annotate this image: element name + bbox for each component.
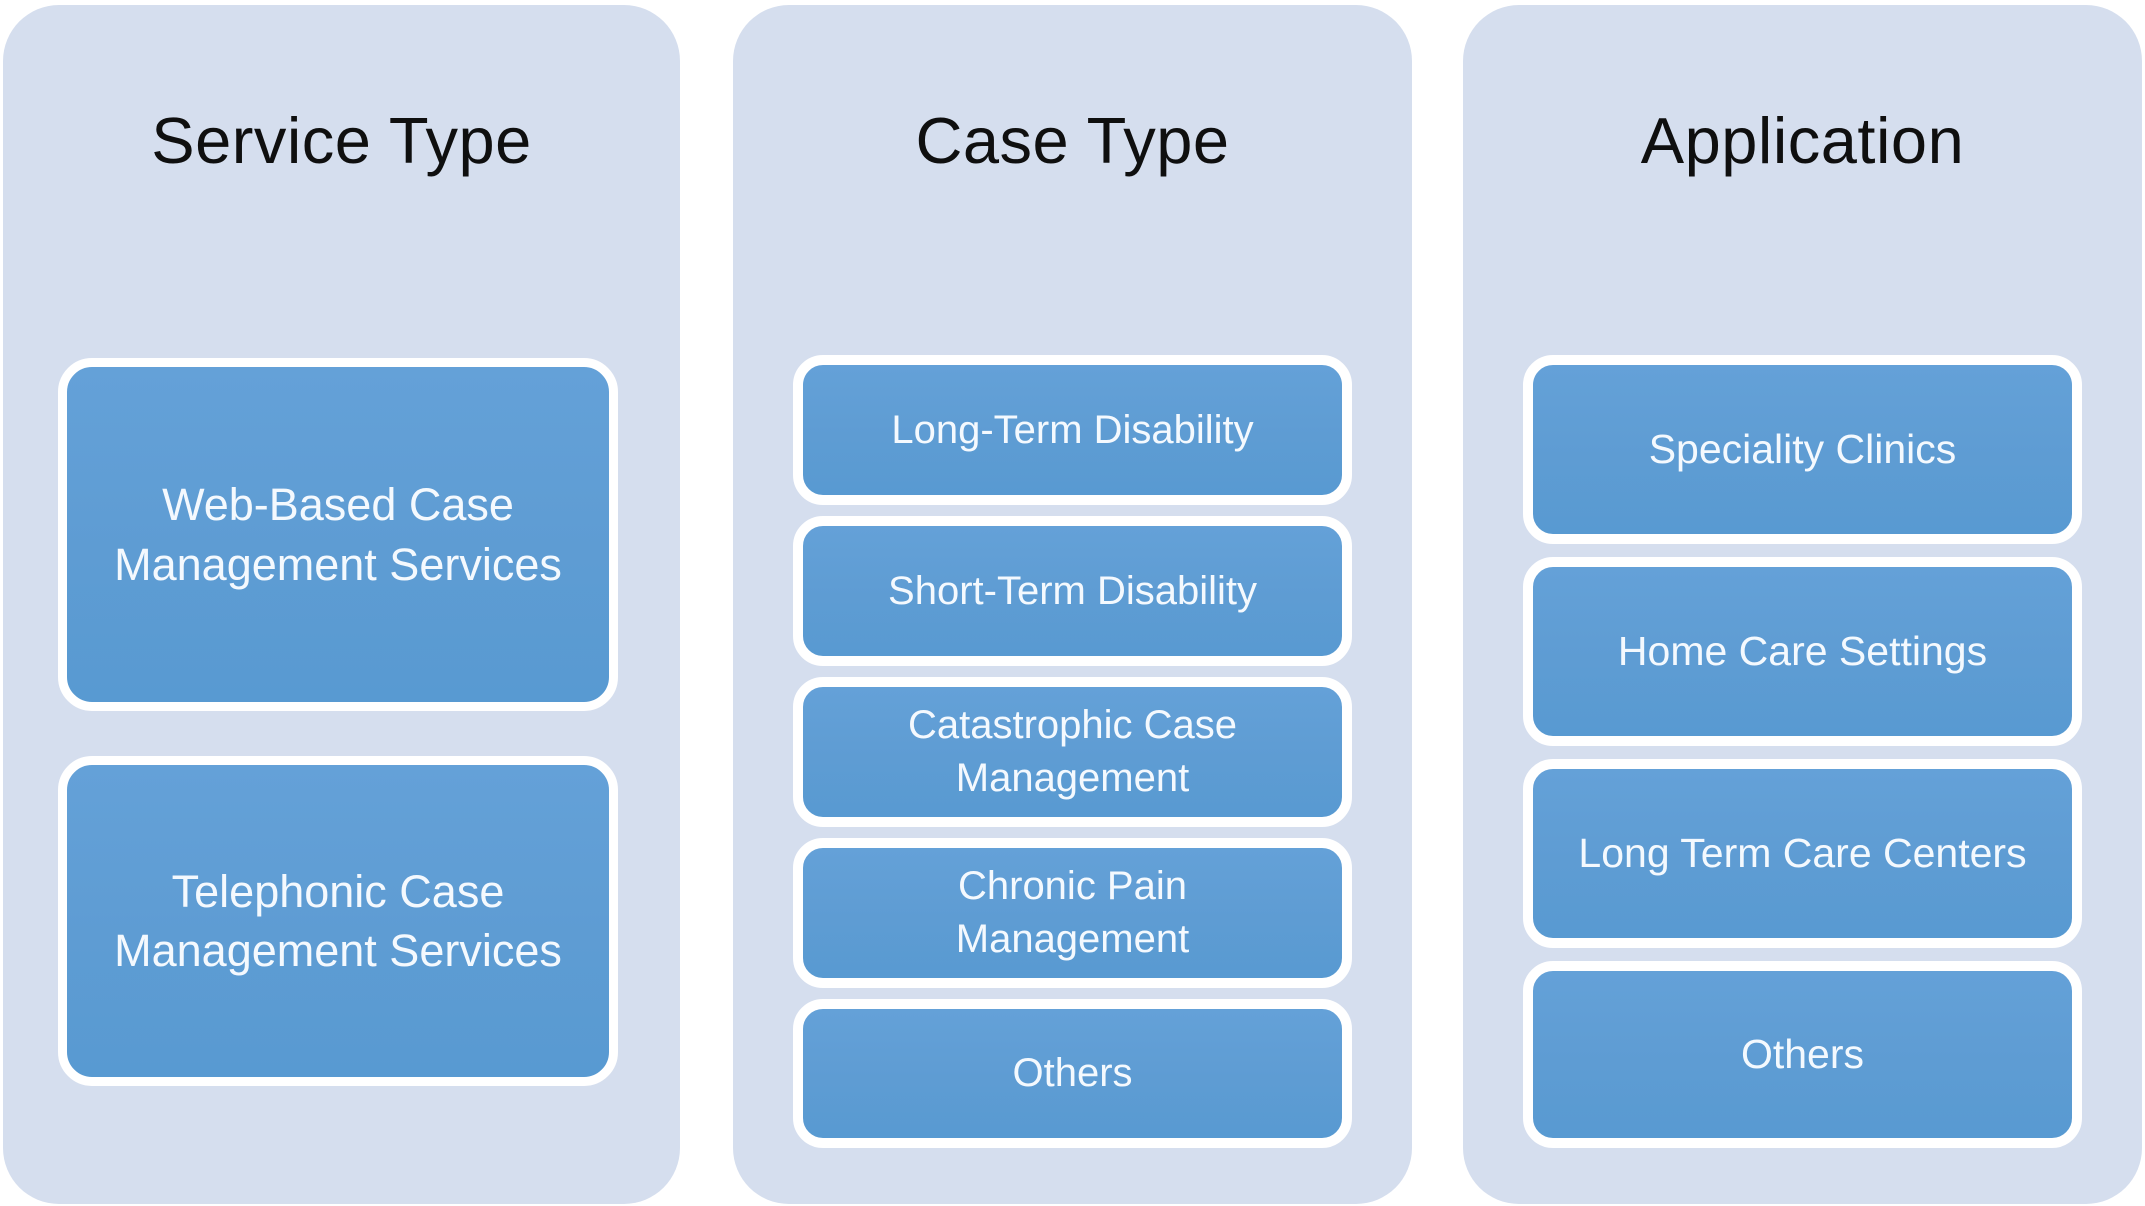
- box-long-term-disability: Long-Term Disability: [793, 355, 1352, 505]
- panel-title-application: Application: [1640, 104, 1965, 177]
- box-home-care-settings: Home Care Settings: [1523, 557, 2082, 746]
- box-chronic-pain-management: Chronic Pain Management: [793, 838, 1352, 988]
- panel-title-service-type: Service Type: [151, 104, 532, 177]
- box-others-application: Others: [1523, 961, 2082, 1148]
- box-speciality-clinics: Speciality Clinics: [1523, 355, 2082, 544]
- panel-title-case-type: Case Type: [915, 104, 1230, 177]
- box-short-term-disability: Short-Term Disability: [793, 516, 1352, 666]
- box-catastrophic-case-management: Catastrophic Case Management: [793, 677, 1352, 827]
- panel-application: Application Speciality Clinics Home Care…: [1463, 5, 2142, 1204]
- box-others-case-type: Others: [793, 999, 1352, 1148]
- box-web-based-case-management-services: Web-Based Case Management Services: [58, 358, 618, 711]
- panel-service-type: Service Type Web-Based Case Management S…: [3, 5, 680, 1204]
- box-long-term-care-centers: Long Term Care Centers: [1523, 759, 2082, 948]
- box-telephonic-case-management-services: Telephonic Case Management Services: [58, 756, 618, 1086]
- panel-case-type: Case Type Long-Term Disability Short-Ter…: [733, 5, 1412, 1204]
